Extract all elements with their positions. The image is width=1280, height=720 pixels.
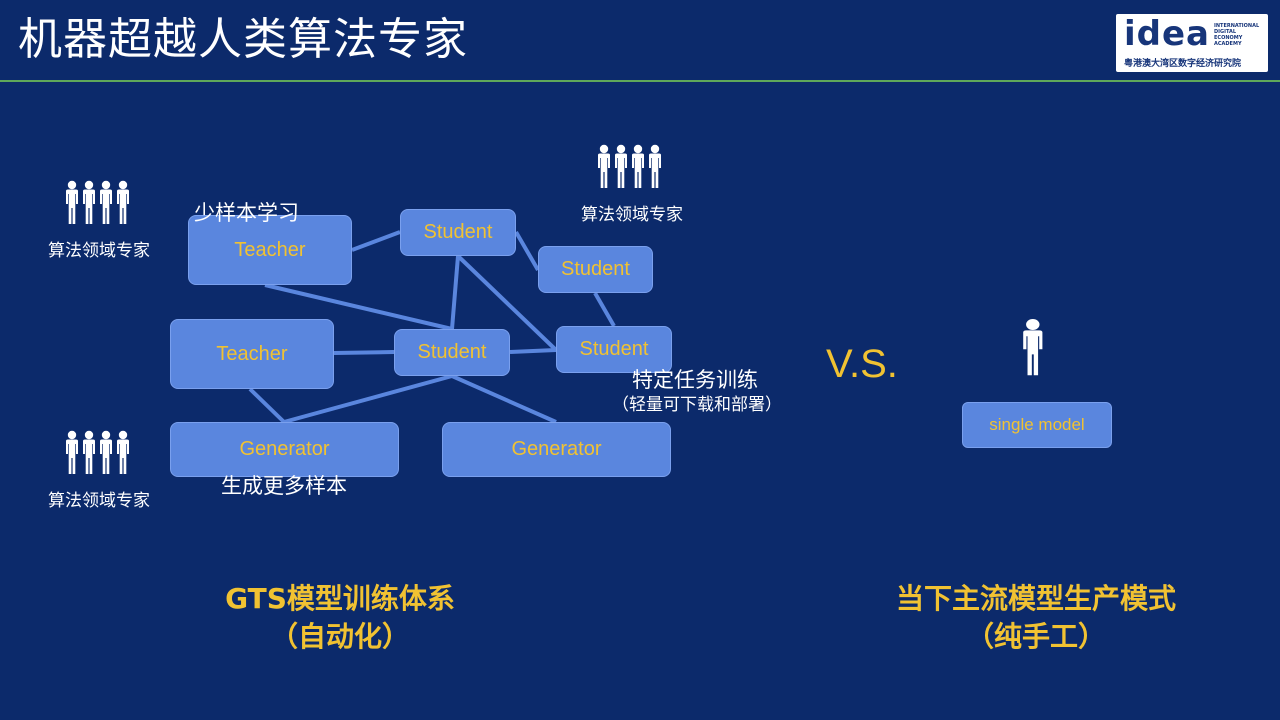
single-model-box: single model [962,402,1112,448]
title-divider [0,80,1280,82]
node-teacher1: Teacher [188,215,352,285]
four-people-icon [596,144,668,196]
link-student3-student4 [509,348,557,354]
node-label: Student [561,258,630,280]
node-teacher2: Teacher [170,319,334,389]
caption-manual-line1: 当下主流模型生产模式 [895,582,1176,615]
link-teacher2-generator1 [248,387,286,424]
single-model-label: single model [989,415,1085,434]
link-teacher2-student3 [333,350,395,355]
four-people-icon [64,430,136,482]
node-label: Student [417,341,487,363]
node-student3: Student [394,329,510,376]
logo-subtitle-line: DIGITAL [1214,29,1237,35]
node-generator1: Generator [170,422,399,477]
node-label: Student [423,221,493,243]
link-student3-generator2 [451,374,557,424]
link-teacher1-student3 [264,283,453,331]
node-generator2: Generator [442,422,671,477]
annotation-task-training-note: （轻量可下载和部署） [612,395,782,415]
four-people-icon [64,180,136,232]
expert-label-left-bottom: 算法领域专家 [48,491,150,511]
logo-chinese-name: 粤港澳大湾区数字经济研究院 [1124,59,1242,69]
logo-subtitle-line: ACADEMY [1214,41,1242,47]
caption-manual: 当下主流模型生产模式 （纯手工） [856,580,1216,656]
logo-wordmark: idea [1124,14,1210,54]
expert-label-top: 算法领域专家 [581,205,683,225]
slide-title: 机器超越人类算法专家 [18,14,468,65]
node-student2: Student [538,246,653,293]
idea-logo: idea INTERNATIONAL DIGITAL ECONOMY ACADE… [1116,14,1268,72]
caption-gts-line2: （自动化） [269,620,410,653]
node-student1: Student [400,209,516,256]
link-student1-student4 [456,254,558,352]
versus-label: V.S. [826,342,898,386]
logo-subtitle-line: INTERNATIONAL [1214,23,1260,29]
link-teacher1-student1 [351,230,401,252]
link-student1-student2 [514,230,540,272]
link-student1-student3 [450,255,460,330]
caption-manual-line2: （纯手工） [965,620,1106,653]
annotation-task-training: 特定任务训练 [632,368,758,392]
node-student4: Student [556,326,672,373]
caption-gts: GTS模型训练体系 （自动化） [160,580,520,656]
annotation-few-shot: 少样本学习 [194,201,299,225]
caption-gts-line1: GTS模型训练体系 [225,582,455,615]
logo-subtitle: INTERNATIONAL DIGITAL ECONOMY ACADEMY [1214,23,1264,47]
link-student2-student4 [593,292,616,327]
node-label: Student [579,338,649,360]
single-person-icon [1019,318,1047,382]
node-label: Teacher [234,238,306,261]
logo-subtitle-line: ECONOMY [1214,35,1243,41]
node-label: Generator [239,438,330,460]
expert-label-left-top: 算法领域专家 [48,241,150,261]
node-label: Teacher [216,342,288,365]
node-label: Generator [511,438,602,460]
link-student3-generator1 [283,374,453,424]
annotation-generate-more: 生成更多样本 [221,474,347,498]
